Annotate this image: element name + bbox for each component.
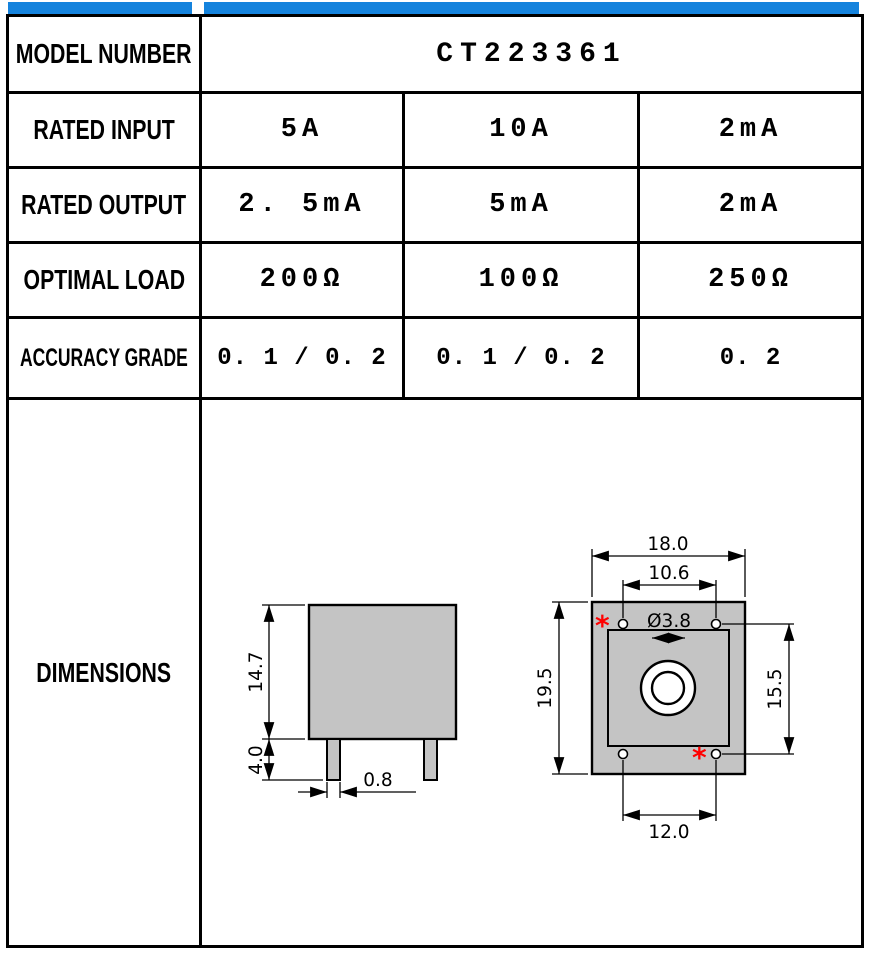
optimal-load-col2: 100Ω — [405, 244, 637, 316]
dimension-drawing: 14.7 4.0 0.8 — [246, 534, 795, 843]
accuracy-grade-col1: 0. 1 / 0. 2 — [202, 319, 402, 397]
spec-value: 0. 1 / 0. 2 — [436, 344, 606, 372]
front-side-hole-span-label: 15.5 — [765, 668, 786, 709]
front-hole-diameter-label: Ø3.8 — [647, 611, 691, 632]
rated-input-col3: 2mA — [640, 94, 861, 166]
polarity-star-bottom: * — [692, 741, 707, 774]
top-accent-bar-left — [8, 2, 192, 14]
spec-value: 2mA — [718, 115, 783, 145]
accuracy-grade-col3: 0. 2 — [640, 319, 861, 397]
side-pin-length-label: 4.0 — [246, 745, 267, 774]
row-label-dimensions: DIMENSIONS — [9, 400, 199, 945]
center-hole-inner — [650, 670, 686, 706]
front-view: * * 18.0 10.6 Ø3.8 — [535, 534, 795, 843]
row-label-text: OPTIMAL LOAD — [23, 264, 185, 295]
side-pin-width-label: 0.8 — [363, 770, 392, 791]
model-number-value-cell: CT223361 — [202, 17, 861, 91]
top-accent-bar-right — [204, 2, 859, 14]
spec-value: 2mA — [718, 190, 783, 220]
mounting-hole — [617, 748, 629, 760]
model-number-value: CT223361 — [436, 38, 627, 70]
row-label-text: RATED OUTPUT — [21, 189, 187, 220]
spec-value: 2. 5mA — [238, 190, 366, 220]
spec-value: 10A — [489, 115, 553, 145]
side-view: 14.7 4.0 0.8 — [246, 603, 458, 798]
front-height-label: 19.5 — [535, 667, 556, 708]
rated-output-col1: 2. 5mA — [202, 169, 402, 241]
rated-output-col3: 2mA — [640, 169, 861, 241]
row-label-rated-output: RATED OUTPUT — [9, 169, 199, 241]
front-bottom-hole-span-label: 12.0 — [648, 822, 689, 843]
optimal-load-col1: 200Ω — [202, 244, 402, 316]
mounting-hole — [617, 618, 629, 630]
row-label-accuracy-grade: ACCURACY GRADE — [9, 319, 199, 397]
row-label-model-number: MODEL NUMBER — [9, 17, 199, 91]
rated-input-col2: 10A — [405, 94, 637, 166]
optimal-load-col3: 250Ω — [640, 244, 861, 316]
spec-table: MODEL NUMBER CT223361 RATED INPUT 5A 10A… — [6, 14, 864, 948]
spec-value: 5mA — [489, 190, 553, 220]
accuracy-grade-col2: 0. 1 / 0. 2 — [405, 319, 637, 397]
dimensions-drawing-cell: 14.7 4.0 0.8 — [202, 400, 861, 945]
side-view-body — [307, 603, 458, 741]
row-label-text: MODEL NUMBER — [16, 38, 192, 69]
top-accent-bar-gap — [192, 2, 204, 14]
spec-value: 100Ω — [478, 265, 564, 295]
mounting-hole — [710, 748, 722, 760]
spec-value: 250Ω — [708, 265, 793, 295]
spec-value: 0. 2 — [719, 344, 782, 372]
rated-input-col1: 5A — [202, 94, 402, 166]
row-label-text: RATED INPUT — [33, 114, 175, 145]
row-label-optimal-load: OPTIMAL LOAD — [9, 244, 199, 316]
side-body-height-label: 14.7 — [246, 651, 267, 692]
row-label-rated-input: RATED INPUT — [9, 94, 199, 166]
side-view-pin-left — [326, 738, 341, 781]
polarity-star-top: * — [595, 609, 610, 642]
row-label-text: ACCURACY GRADE — [20, 343, 188, 372]
spec-value: 0. 1 / 0. 2 — [217, 344, 387, 372]
front-top-hole-span-label: 10.6 — [648, 563, 689, 584]
front-width-label: 18.0 — [647, 534, 688, 555]
top-accent-bar — [8, 2, 859, 14]
rated-output-col2: 5mA — [405, 169, 637, 241]
row-label-text: DIMENSIONS — [36, 656, 172, 688]
side-view-pin-right — [423, 738, 438, 781]
spec-value: 5A — [280, 115, 324, 145]
spec-value: 200Ω — [259, 265, 345, 295]
mounting-hole — [710, 618, 722, 630]
